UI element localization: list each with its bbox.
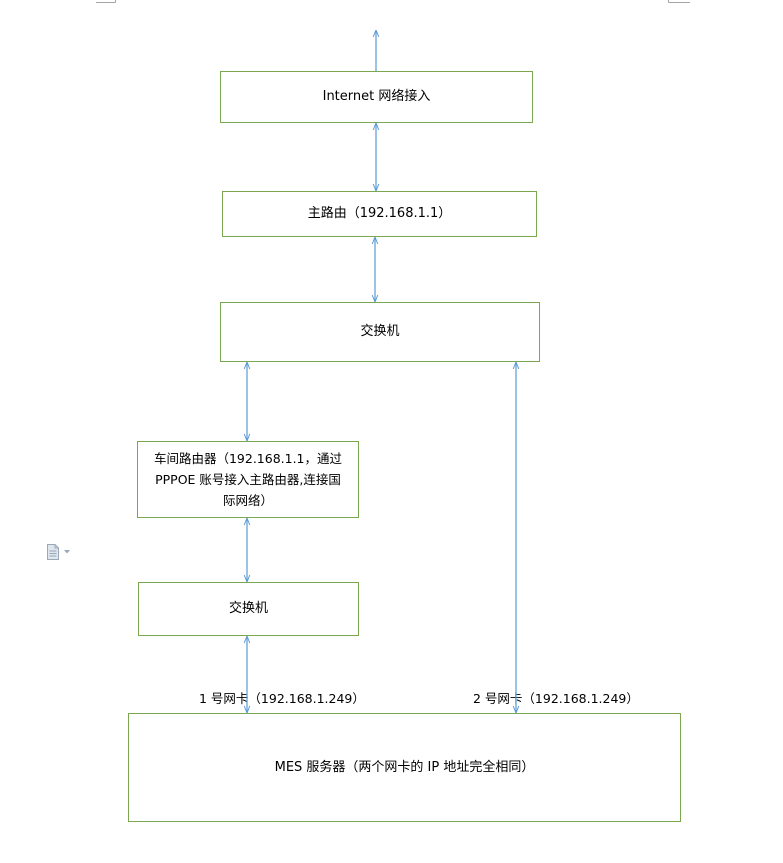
nic1-label: 1 号网卡（192.168.1.249） <box>199 691 365 706</box>
paste-options-icon <box>46 544 60 560</box>
node-workshop-router-label-line-3: 际网络） <box>222 493 273 508</box>
node-switch-main-label: 交换机 <box>360 324 400 339</box>
chevron-down-icon <box>64 550 70 554</box>
node-workshop-router[interactable]: 车间路由器（192.168.1.1，通过 PPPOE 账号接入主路由器,连接国 … <box>137 441 359 518</box>
node-switch-workshop-label: 交换机 <box>228 601 268 616</box>
node-workshop-router-label-line-1: 车间路由器（192.168.1.1，通过 <box>153 451 343 466</box>
node-internet-access[interactable]: Internet 网络接入 <box>220 71 533 123</box>
node-workshop-router-label-line-2: PPPOE 账号接入主路由器,连接国 <box>155 472 341 487</box>
node-switch-main[interactable]: 交换机 <box>220 302 540 362</box>
node-mes-server-label: MES 服务器（两个网卡的 IP 地址完全相同） <box>274 759 535 775</box>
node-main-router-label: 主路由（192.168.1.1） <box>307 206 452 221</box>
paste-options-button[interactable] <box>46 543 78 561</box>
nic2-label: 2 号网卡（192.168.1.249） <box>473 691 639 706</box>
node-main-router[interactable]: 主路由（192.168.1.1） <box>222 191 537 237</box>
node-switch-workshop[interactable]: 交换机 <box>138 582 359 636</box>
node-internet-access-label: Internet 网络接入 <box>322 89 431 104</box>
node-mes-server[interactable]: MES 服务器（两个网卡的 IP 地址完全相同） <box>128 713 681 822</box>
